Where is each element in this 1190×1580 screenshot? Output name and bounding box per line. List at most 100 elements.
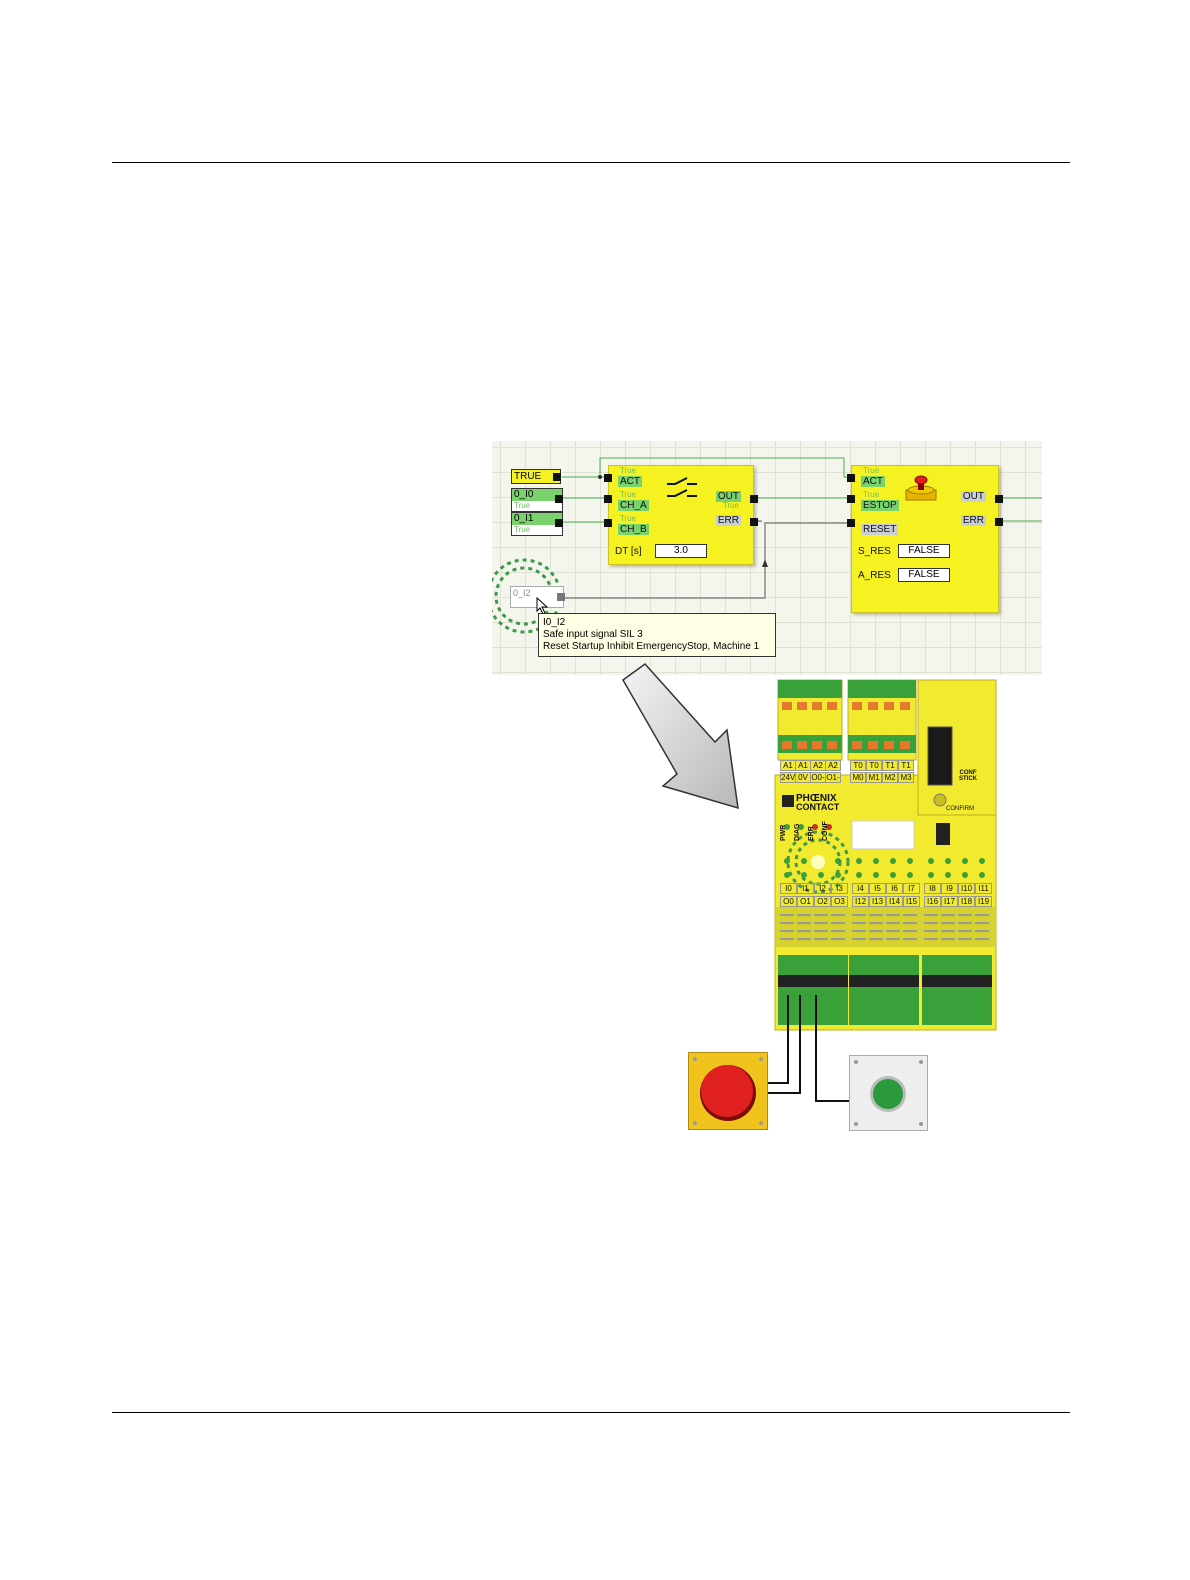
io-led — [890, 858, 896, 864]
eqv-act-pin[interactable] — [604, 474, 612, 482]
eqv-cha-state: True — [620, 490, 637, 499]
status-led-label: CONF — [822, 821, 829, 841]
io-led — [818, 872, 824, 878]
variable-i0[interactable]: 0_I0 True — [511, 488, 563, 512]
io-terminal-label: I2 — [814, 883, 831, 894]
tooltip-comment: Reset Startup Inhibit EmergencyStop, Mac… — [543, 641, 760, 652]
io-terminal-label: O3 — [831, 896, 848, 907]
footer-rule — [112, 1412, 1070, 1413]
estop-ares-value[interactable]: FALSE — [898, 568, 950, 582]
io-led — [928, 858, 934, 864]
eqv-act-label: ACT — [618, 476, 642, 487]
tooltip-title: I0_I2 — [543, 617, 566, 628]
eqv-chb-pin[interactable] — [604, 519, 612, 527]
green-button-icon — [854, 1060, 923, 1126]
tooltip: I0_I2 Safe input signal SIL 3 Reset Star… — [538, 613, 776, 657]
io-terminal-label: I19 — [975, 896, 992, 907]
io-terminal-label: I18 — [958, 896, 975, 907]
estop-act-pin[interactable] — [847, 474, 855, 482]
io-led — [835, 872, 841, 878]
io-terminal-label: I16 — [924, 896, 941, 907]
io-led — [928, 872, 934, 878]
true-constant[interactable]: TRUE — [511, 469, 561, 484]
terminal-label: 24V — [780, 772, 796, 783]
emergency-stop-button[interactable] — [688, 1052, 768, 1130]
true-constant-label: TRUE — [514, 471, 542, 482]
terminal-label: A1 — [795, 760, 811, 771]
terminal-label: M2 — [882, 772, 898, 783]
terminal-label: T0 — [866, 760, 882, 771]
io-terminal-label: I13 — [869, 896, 886, 907]
terminal-label: 0V — [795, 772, 811, 783]
emergency-stop-icon — [905, 475, 937, 501]
io-terminal-label: O2 — [814, 896, 831, 907]
estop-err-pin[interactable] — [995, 518, 1003, 526]
eqv-dt-value[interactable]: 3.0 — [655, 544, 707, 558]
io-terminal-label: I3 — [831, 883, 848, 894]
variable-i1[interactable]: 0_I1 True — [511, 512, 563, 536]
terminal-label: T1 — [882, 760, 898, 771]
io-led — [873, 858, 879, 864]
equivalent-function-block[interactable]: True ACT True CH_A True CH_B OUT True ER… — [604, 465, 758, 565]
io-led — [784, 872, 790, 878]
confirm-label: CONFIRM — [946, 806, 974, 812]
io-terminal-label: I11 — [975, 883, 992, 894]
io-terminal-label: I7 — [903, 883, 920, 894]
estop-reset-pin[interactable] — [847, 519, 855, 527]
io-terminal-label: I14 — [886, 896, 903, 907]
io-led — [801, 872, 807, 878]
emergency-stop-function-block[interactable]: True ACT True ESTOP RESET OUT ERR S_RES … — [847, 465, 1003, 613]
terminal-label: A2 — [810, 760, 826, 771]
variable-i1-pin[interactable] — [555, 519, 563, 527]
big-arrow-icon — [622, 662, 739, 810]
io-led — [856, 858, 862, 864]
eqv-cha-pin[interactable] — [604, 495, 612, 503]
estop-out-pin[interactable] — [995, 495, 1003, 503]
terminal-label: O0- — [810, 772, 826, 783]
eqv-chb-label: CH_B — [618, 524, 649, 535]
io-terminal-label: I10 — [958, 883, 975, 894]
terminal-label: T1 — [898, 760, 914, 771]
io-terminal-label: I0 — [780, 883, 797, 894]
io-terminal-label: I8 — [924, 883, 941, 894]
io-led — [873, 872, 879, 878]
logic-editor-canvas[interactable]: TRUE 0_I0 True 0_I1 True 0_I2 True ACT T… — [492, 441, 1042, 675]
io-led — [945, 858, 951, 864]
variable-i2-pin[interactable] — [557, 593, 565, 601]
estop-sres-value[interactable]: FALSE — [898, 544, 950, 558]
eqv-chb-state: True — [620, 514, 637, 523]
io-led — [945, 872, 951, 878]
io-terminal-label: O0 — [780, 896, 797, 907]
equivalent-switch-icon — [667, 477, 697, 497]
variable-i2-name: 0_I2 — [513, 588, 531, 598]
estop-ares-label: A_RES — [858, 570, 891, 581]
io-led — [979, 858, 985, 864]
eqv-out-pin[interactable] — [750, 495, 758, 503]
tooltip-description: Safe input signal SIL 3 — [543, 629, 643, 640]
status-led-label: DIAG — [794, 823, 801, 842]
reset-push-button[interactable] — [849, 1055, 928, 1131]
estop-estop-pin[interactable] — [847, 495, 855, 503]
status-led-label: ERR — [808, 826, 815, 841]
terminal-label: T0 — [850, 760, 866, 771]
estop-act-label: ACT — [861, 476, 885, 487]
eqv-out-state: True — [722, 501, 739, 510]
terminal-label: M3 — [898, 772, 914, 783]
eqv-cha-label: CH_A — [618, 500, 649, 511]
field-wiring — [768, 995, 850, 1102]
terminal-label: O1- — [825, 772, 841, 783]
variable-i1-state: True — [514, 525, 531, 534]
io-led — [962, 858, 968, 864]
variable-i0-state: True — [514, 501, 531, 510]
io-terminal-label: I1 — [797, 883, 814, 894]
true-constant-pin[interactable] — [553, 473, 561, 481]
eqv-out-label: OUT — [715, 491, 741, 502]
estop-err-label: ERR — [960, 515, 986, 526]
variable-i0-pin[interactable] — [555, 495, 563, 503]
estop-out-label: OUT — [960, 491, 986, 502]
io-terminal-label: I4 — [852, 883, 869, 894]
io-led — [907, 872, 913, 878]
eqv-err-pin[interactable] — [750, 518, 758, 526]
eqv-err-label: ERR — [715, 515, 741, 526]
